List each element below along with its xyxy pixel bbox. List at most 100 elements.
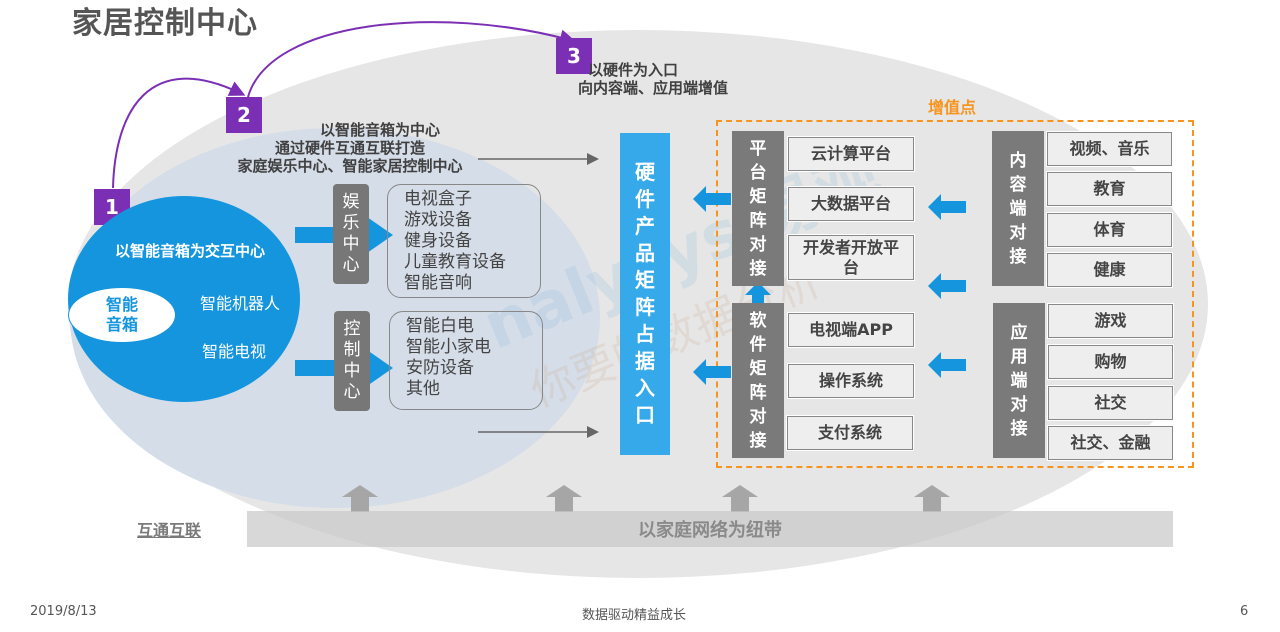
device-item: 电视盒子 [404,189,472,209]
label-char: 中 [343,361,361,381]
connector-1-to-2 [112,77,246,189]
content-item-education: 教育 [1046,171,1173,207]
content-item-video-music: 视频、音乐 [1046,131,1173,167]
application-item-social-finance: 社交、金融 [1047,425,1174,461]
step-2-text: 以智能音箱为中心 通过硬件互通互联打造 家庭娱乐中心、智能家居控制中心 [190,121,510,175]
software-item-os: 操作系统 [787,363,915,399]
device-item: 智能白电 [406,316,474,336]
application-item-shopping: 购物 [1047,344,1174,380]
label-char: 平 [749,138,767,159]
label-char: 心 [343,382,361,402]
label-char: 制 [343,340,361,360]
arrow-platform-to-hw [693,186,731,212]
application-item-games: 游戏 [1047,303,1174,339]
step-2-badge: 2 [226,97,262,133]
control-center-label: 控 制 中 心 [334,311,370,411]
label-char: 对 [749,234,767,255]
label-char: 娱 [342,192,360,212]
software-item-tv-app: 电视端APP [787,312,915,348]
platform-item-bigdata: 大数据平台 [787,186,915,222]
smart-speaker-line-2: 音箱 [105,315,138,334]
label-char: 应 [1010,322,1028,343]
step-3-badge: 3 [556,38,592,74]
step-2-line-1: 以智能音箱为中心 [319,121,440,139]
up-arrow-2 [546,485,582,512]
label-char: 端 [1009,198,1027,219]
up-arrow-4 [914,485,950,512]
label-char: 对 [1010,394,1028,415]
label-char: 用 [1010,346,1028,367]
label-char: 控 [343,319,361,339]
up-arrow-3 [722,485,758,512]
label-char: 接 [1010,418,1028,439]
label-char: 矩 [749,186,767,207]
label-char: 心 [342,255,360,275]
label-char: 内 [1009,150,1027,171]
application-integration-label: 应 用 端 对 接 [993,303,1045,458]
platform-matrix-label: 平 台 矩 阵 对 接 [732,131,784,286]
label-char: 件 [749,334,767,355]
device-item: 智能小家电 [406,337,491,357]
page-title: 家居控制中心 [72,6,258,41]
label-char: 对 [1009,222,1027,243]
arrow-content-to-platform-2 [928,273,966,299]
label-char: 对 [749,406,767,427]
label-char: 接 [749,258,767,279]
device-item: 其他 [406,379,440,399]
footer-date: 2019/8/13 [30,604,97,619]
step-3-text: 以硬件为入口 向内容端、应用端增值 [548,61,758,97]
hw-char: 硬 [635,160,655,184]
label-char: 矩 [749,358,767,379]
content-item-health: 健康 [1046,252,1173,288]
step-3-line-1: 以硬件为入口 [588,61,679,79]
label-char: 乐 [342,213,360,233]
device-item: 健身设备 [404,231,472,251]
footer-slogan: 数据驱动精益成长 [582,608,687,623]
label-char: 容 [1009,174,1027,195]
hw-char: 产 [635,214,655,238]
label-char: 中 [342,234,360,254]
up-arrow-1 [342,485,378,512]
value-points-label: 增值点 [928,98,977,117]
step-2-line-3: 家庭娱乐中心、智能家居控制中心 [237,157,463,175]
hw-char: 阵 [635,295,655,319]
arrow-content-to-platform-1 [928,194,966,220]
software-item-payment: 支付系统 [786,415,914,451]
step-1-text: 以智能音箱为交互中心 [114,242,265,260]
content-item-sports: 体育 [1046,212,1173,248]
label-char: 台 [749,162,767,183]
arrow-software-to-platform [745,282,771,308]
hw-char: 矩 [635,268,655,292]
application-item-social: 社交 [1047,385,1174,421]
hw-char: 件 [635,187,655,211]
arrow-application-to-software [928,352,966,378]
label-char: 接 [1009,246,1027,267]
hw-char: 据 [635,349,655,373]
step-2-line-2: 通过硬件互通互联打造 [274,139,425,157]
label-char: 阵 [749,210,767,231]
page-number: 6 [1240,604,1249,619]
home-network-band: 以家庭网络为纽带 [247,511,1173,547]
label-char: 软 [749,310,767,331]
core-item-tv: 智能电视 [202,342,267,361]
device-item: 儿童教育设备 [404,252,506,272]
device-item: 游戏设备 [404,210,472,230]
value-points-region [716,120,1194,468]
device-item: 智能音响 [404,273,472,293]
platform-item-developer: 开发者开放平台 [787,234,915,281]
smart-speaker-node: 智能 音箱 [68,287,176,343]
hw-char: 占 [635,322,655,346]
interconnect-label: 互通互联 [137,521,202,540]
label-char: 阵 [749,382,767,403]
hardware-matrix-bar: 硬 件 产 品 矩 阵 占 据 入 口 [620,133,670,455]
step-3-line-2: 向内容端、应用端增值 [577,79,728,97]
entertainment-center-label: 娱 乐 中 心 [333,184,369,284]
core-item-robot: 智能机器人 [200,294,281,313]
arrow-software-to-hw [693,359,731,385]
platform-item-cloud: 云计算平台 [787,136,915,172]
entertainment-devices-box: 电视盒子 游戏设备 健身设备 儿童教育设备 智能音响 [387,184,541,298]
hw-char: 入 [635,376,655,400]
software-matrix-label: 软 件 矩 阵 对 接 [732,303,784,458]
smart-speaker-line-1: 智能 [105,295,138,314]
